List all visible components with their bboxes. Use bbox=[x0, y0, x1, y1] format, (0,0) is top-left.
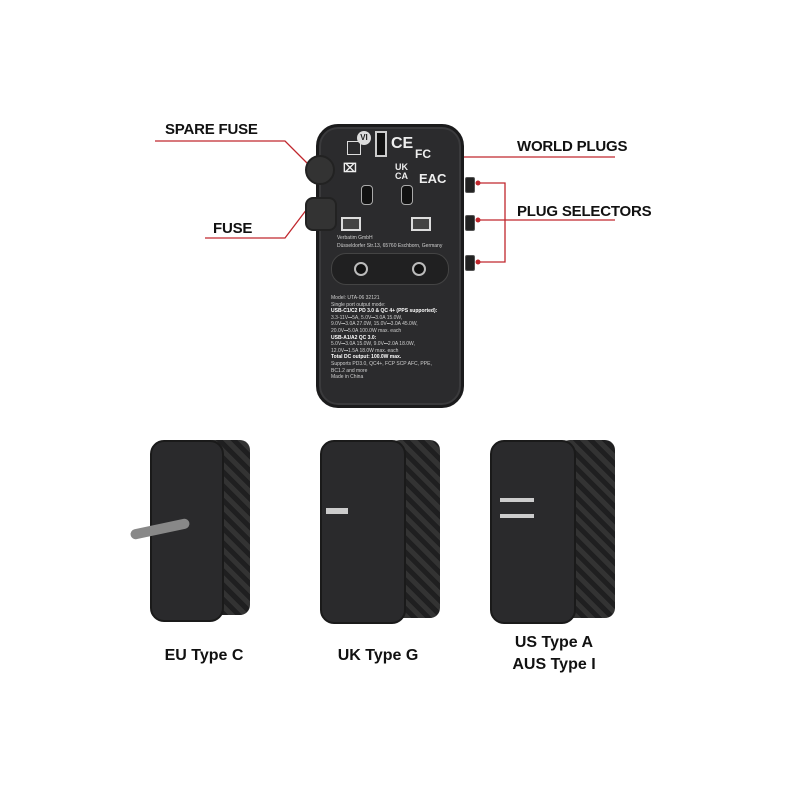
uk-type-g-caption: UK Type G bbox=[337, 647, 419, 664]
spec-line: 20.0V⎓5.0A 100.0W max. each bbox=[331, 327, 402, 334]
world-plug-left bbox=[361, 185, 373, 205]
weee-bin-icon: ⌧ bbox=[343, 161, 357, 175]
usb-a-port-1 bbox=[341, 217, 361, 231]
address-text: Düsseldorfer Str.13, 65760 Eschborn, Ger… bbox=[337, 243, 443, 249]
spec-line: Total DC output: 100.0W max. bbox=[331, 354, 402, 361]
uk-variant-adapter bbox=[320, 440, 406, 624]
plug-selectors-label: PLUG SELECTORS bbox=[517, 203, 652, 220]
spec-line: 5.0V⎓3.0A 15.0W, 9.0V⎓2.0A 18.0W, bbox=[331, 341, 415, 348]
fuse-holder bbox=[305, 197, 337, 231]
eu-type-c-caption: EU Type C bbox=[164, 647, 244, 664]
double-insulation-icon bbox=[347, 141, 361, 155]
aus-type-i-caption: AUS Type I bbox=[512, 656, 596, 673]
plug-selector-1 bbox=[465, 177, 475, 193]
ce-mark: CE bbox=[391, 135, 414, 152]
eu-variant-adapter bbox=[129, 440, 224, 622]
us-variant-adapter bbox=[490, 440, 576, 624]
uk-pin bbox=[326, 508, 348, 514]
spare-fuse-line bbox=[155, 140, 311, 167]
ukca-mark: UK CA bbox=[395, 162, 408, 181]
vi-mark: VI bbox=[357, 131, 371, 145]
world-plugs-label: WORLD PLUGS bbox=[517, 138, 628, 155]
usb-a-port-2 bbox=[411, 217, 431, 231]
world-plug-right bbox=[401, 185, 413, 205]
spare-fuse-holder bbox=[305, 155, 335, 185]
spec-line: 9.0V⎓3.0A 27.0W, 15.0V⎓3.0A 45.0W, bbox=[331, 321, 418, 328]
spec-line: USB-A1/A2 QC 3.0: bbox=[331, 334, 377, 341]
spec-line: 3.3-11V⎓5A, 5.0V⎓3.0A 15.0W, bbox=[331, 314, 403, 321]
adapter-back-view: VI CE FC UK CA EAC ⌧ Verbatim GmbH Düsse… bbox=[305, 124, 475, 408]
spec-line: Made in China bbox=[331, 374, 364, 381]
eu-socket bbox=[331, 253, 449, 285]
plug-selector-3 bbox=[465, 255, 475, 271]
spec-line: BC1.2 and more bbox=[331, 367, 368, 374]
fuse-line bbox=[205, 204, 311, 239]
eac-mark: EAC bbox=[419, 171, 447, 186]
spec-line: 12.0V⎓1.5A 18.0W max. each bbox=[331, 347, 399, 354]
fc-mark: FC bbox=[415, 147, 431, 161]
plug-selectors-bracket bbox=[478, 182, 506, 263]
usb-port-top bbox=[375, 131, 387, 157]
manufacturer-text: Verbatim GmbH bbox=[337, 235, 373, 241]
spec-line: USB-C1/C2 PD 3.0 & QC 4+ (PPS supported)… bbox=[331, 308, 438, 315]
spec-line: Model: UTA-06 32121 bbox=[331, 295, 380, 301]
us-type-a-caption: US Type A bbox=[514, 634, 594, 651]
spec-line: Single port output mode: bbox=[331, 301, 386, 308]
plug-selector-2 bbox=[465, 215, 475, 231]
fuse-label: FUSE bbox=[213, 220, 253, 237]
spare-fuse-label: SPARE FUSE bbox=[165, 121, 258, 138]
spec-line: Supports PD3.0, QC4+, FCP SCP AFC, PPE, bbox=[331, 360, 432, 367]
